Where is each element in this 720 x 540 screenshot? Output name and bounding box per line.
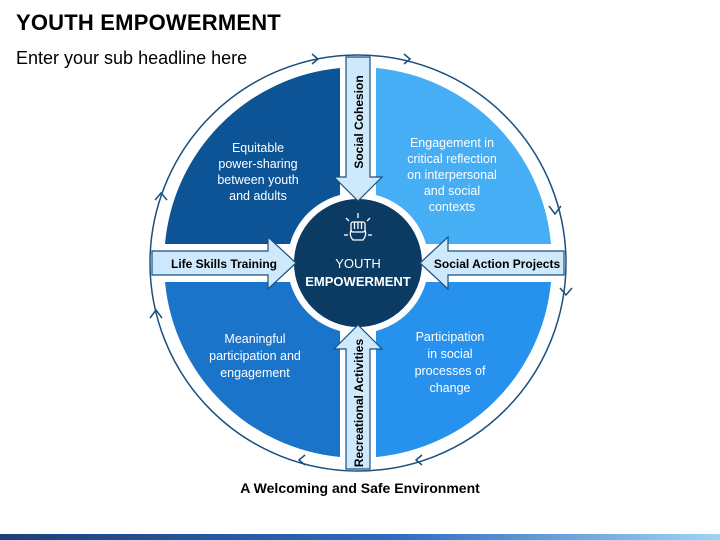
quadrant-bottom-left-text-line2: participation and — [209, 349, 301, 363]
quadrant-top-left-text-line1: Equitable — [232, 141, 284, 155]
quadrant-bottom-right-text-line2: in social — [427, 347, 472, 361]
quadrant-bottom-right — [376, 282, 551, 457]
arrow-bottom-recreational-activities — [332, 324, 384, 470]
ring-direction-arrows — [149, 53, 573, 466]
arrow-top-label: Social Cohesion — [352, 75, 366, 168]
quadrant-bottom-left-text-line1: Meaningful — [224, 332, 285, 346]
arrow-left-life-skills-training — [151, 235, 297, 291]
outer-ring — [149, 54, 567, 472]
ring-arrow-right-lower — [559, 287, 573, 297]
bottom-accent-bar — [0, 534, 720, 540]
ring-arrow-bottom-right — [414, 454, 423, 466]
quadrant-bottom-left-text-line3: engagement — [220, 366, 290, 380]
quadrant-top-left — [165, 68, 340, 244]
quadrant-top-left-text-line4: and adults — [229, 189, 287, 203]
ring-arrow-left-upper — [154, 191, 168, 201]
center-label-line2: EMPOWERMENT — [305, 274, 411, 289]
ring-arrow-bottom-left — [297, 454, 306, 466]
center-label-line1: YOUTH — [335, 256, 381, 271]
quadrant-top-right-text-line1: Engagement in — [410, 136, 494, 150]
arrow-top-social-cohesion — [332, 56, 384, 202]
ring-arrow-right-upper — [548, 205, 562, 216]
quadrant-bottom-right-text-line1: Participation — [416, 330, 485, 344]
quadrant-top-left-text-line2: power-sharing — [218, 157, 297, 171]
quadrant-bottom-right-text-line3: processes of — [415, 364, 486, 378]
footer-caption: A Welcoming and Safe Environment — [240, 480, 480, 496]
raised-fist-icon — [344, 213, 372, 241]
quadrant-top-right-text-line2: critical reflection — [407, 152, 497, 166]
ring-arrow-left-lower — [149, 308, 163, 319]
ring-arrow-top-left — [311, 53, 320, 65]
quadrant-bottom-right-text-line4: change — [429, 381, 470, 395]
quadrant-top-right-text-line5: contexts — [429, 200, 476, 214]
arrow-right-social-action-projects — [419, 235, 565, 291]
ring-arrow-top-right — [403, 53, 412, 65]
page-title: YOUTH EMPOWERMENT — [16, 10, 281, 35]
quadrant-top-right-text-line3: on interpersonal — [407, 168, 497, 182]
quadrant-top-right-text-line4: and social — [424, 184, 480, 198]
quadrant-top-right — [376, 68, 551, 244]
page-subtitle: Enter your sub headline here — [16, 48, 248, 68]
arrow-right-label: Social Action Projects — [434, 257, 561, 271]
arrow-bottom-label: Recreational Activities — [352, 339, 366, 468]
quadrant-top-left-text-line3: between youth — [217, 173, 298, 187]
quadrant-bottom-left — [165, 282, 340, 457]
arrow-left-label: Life Skills Training — [171, 257, 277, 271]
